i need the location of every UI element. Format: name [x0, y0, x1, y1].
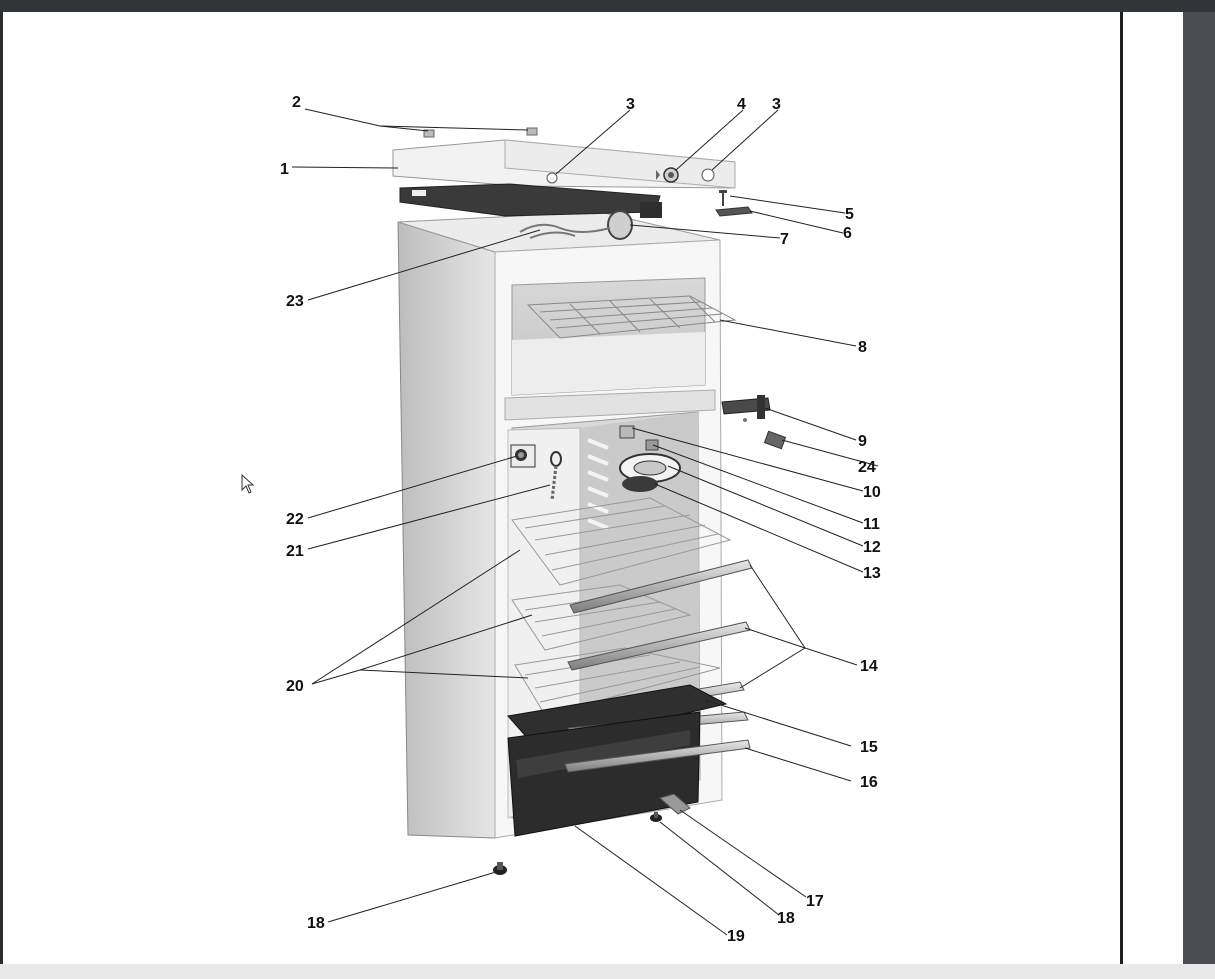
- callout-labels: 1 2 3 3 4 5 6 7 8 9 10 11 12 13 14 15 16…: [280, 94, 881, 945]
- exploded-parts-diagram: 1 2 3 3 4 5 6 7 8 9 10 11 12 13 14 15 16…: [280, 94, 881, 945]
- crisper-drawer: [507, 711, 751, 837]
- leader-lines: [291, 108, 879, 936]
- callout-11: 11: [863, 516, 880, 533]
- interior-light: [510, 444, 536, 468]
- callout-14: 14: [860, 658, 878, 675]
- callout-6: 6: [843, 225, 852, 242]
- viewer-left-border: [0, 12, 3, 964]
- viewer-bottom-strip: [0, 964, 1215, 979]
- fridge-shelves: [511, 497, 732, 716]
- drain-hose: [658, 793, 691, 815]
- knob-right: [701, 168, 715, 182]
- cold-fin: [619, 453, 681, 492]
- page-right-border: [1120, 12, 1123, 964]
- page-gutter: [1123, 12, 1183, 964]
- top-cover: [392, 139, 736, 189]
- callout-1: 1: [280, 161, 289, 178]
- callout-18b: 18: [777, 910, 795, 927]
- vertical-scrollbar[interactable]: [1183, 12, 1215, 964]
- callout-24: 24: [858, 459, 876, 476]
- knob-left: [546, 172, 558, 184]
- callout-20: 20: [286, 678, 304, 695]
- screw: [719, 190, 727, 206]
- callout-19: 19: [727, 928, 745, 945]
- callout-21: 21: [286, 543, 304, 560]
- bracket-plate: [715, 206, 753, 217]
- top-cover-screws: [423, 127, 538, 138]
- mouse-pointer-icon: [241, 474, 255, 494]
- wiring-harness: [519, 223, 611, 239]
- callout-22: 22: [286, 511, 304, 528]
- callout-10: 10: [863, 484, 881, 501]
- callout-3b: 3: [772, 96, 781, 113]
- callout-12: 12: [863, 539, 881, 556]
- callout-3a: 3: [626, 96, 635, 113]
- callout-8: 8: [858, 339, 867, 356]
- freezer-shelf: [526, 295, 737, 339]
- callout-16: 16: [860, 774, 878, 791]
- burner-frame: [399, 183, 662, 218]
- flue-outlet: [607, 210, 633, 240]
- callout-4: 4: [737, 96, 746, 113]
- callout-15: 15: [860, 739, 878, 756]
- thermostat-sensor: [619, 425, 635, 439]
- viewer-toolbar: [0, 0, 1215, 12]
- leveling-foot: [493, 812, 662, 875]
- callout-13: 13: [863, 565, 881, 582]
- evaporator-fitting: [645, 439, 659, 451]
- callout-9: 9: [858, 433, 867, 450]
- callout-7: 7: [780, 231, 789, 248]
- callout-2: 2: [292, 94, 301, 111]
- callout-18a: 18: [307, 915, 325, 932]
- callout-17: 17: [806, 893, 824, 910]
- callout-5: 5: [845, 206, 854, 223]
- sensor-clip: [550, 451, 562, 501]
- door-switch: [763, 430, 787, 450]
- hinge-bracket: [721, 395, 771, 422]
- crisper-bar: [564, 739, 751, 773]
- callout-23: 23: [286, 293, 304, 310]
